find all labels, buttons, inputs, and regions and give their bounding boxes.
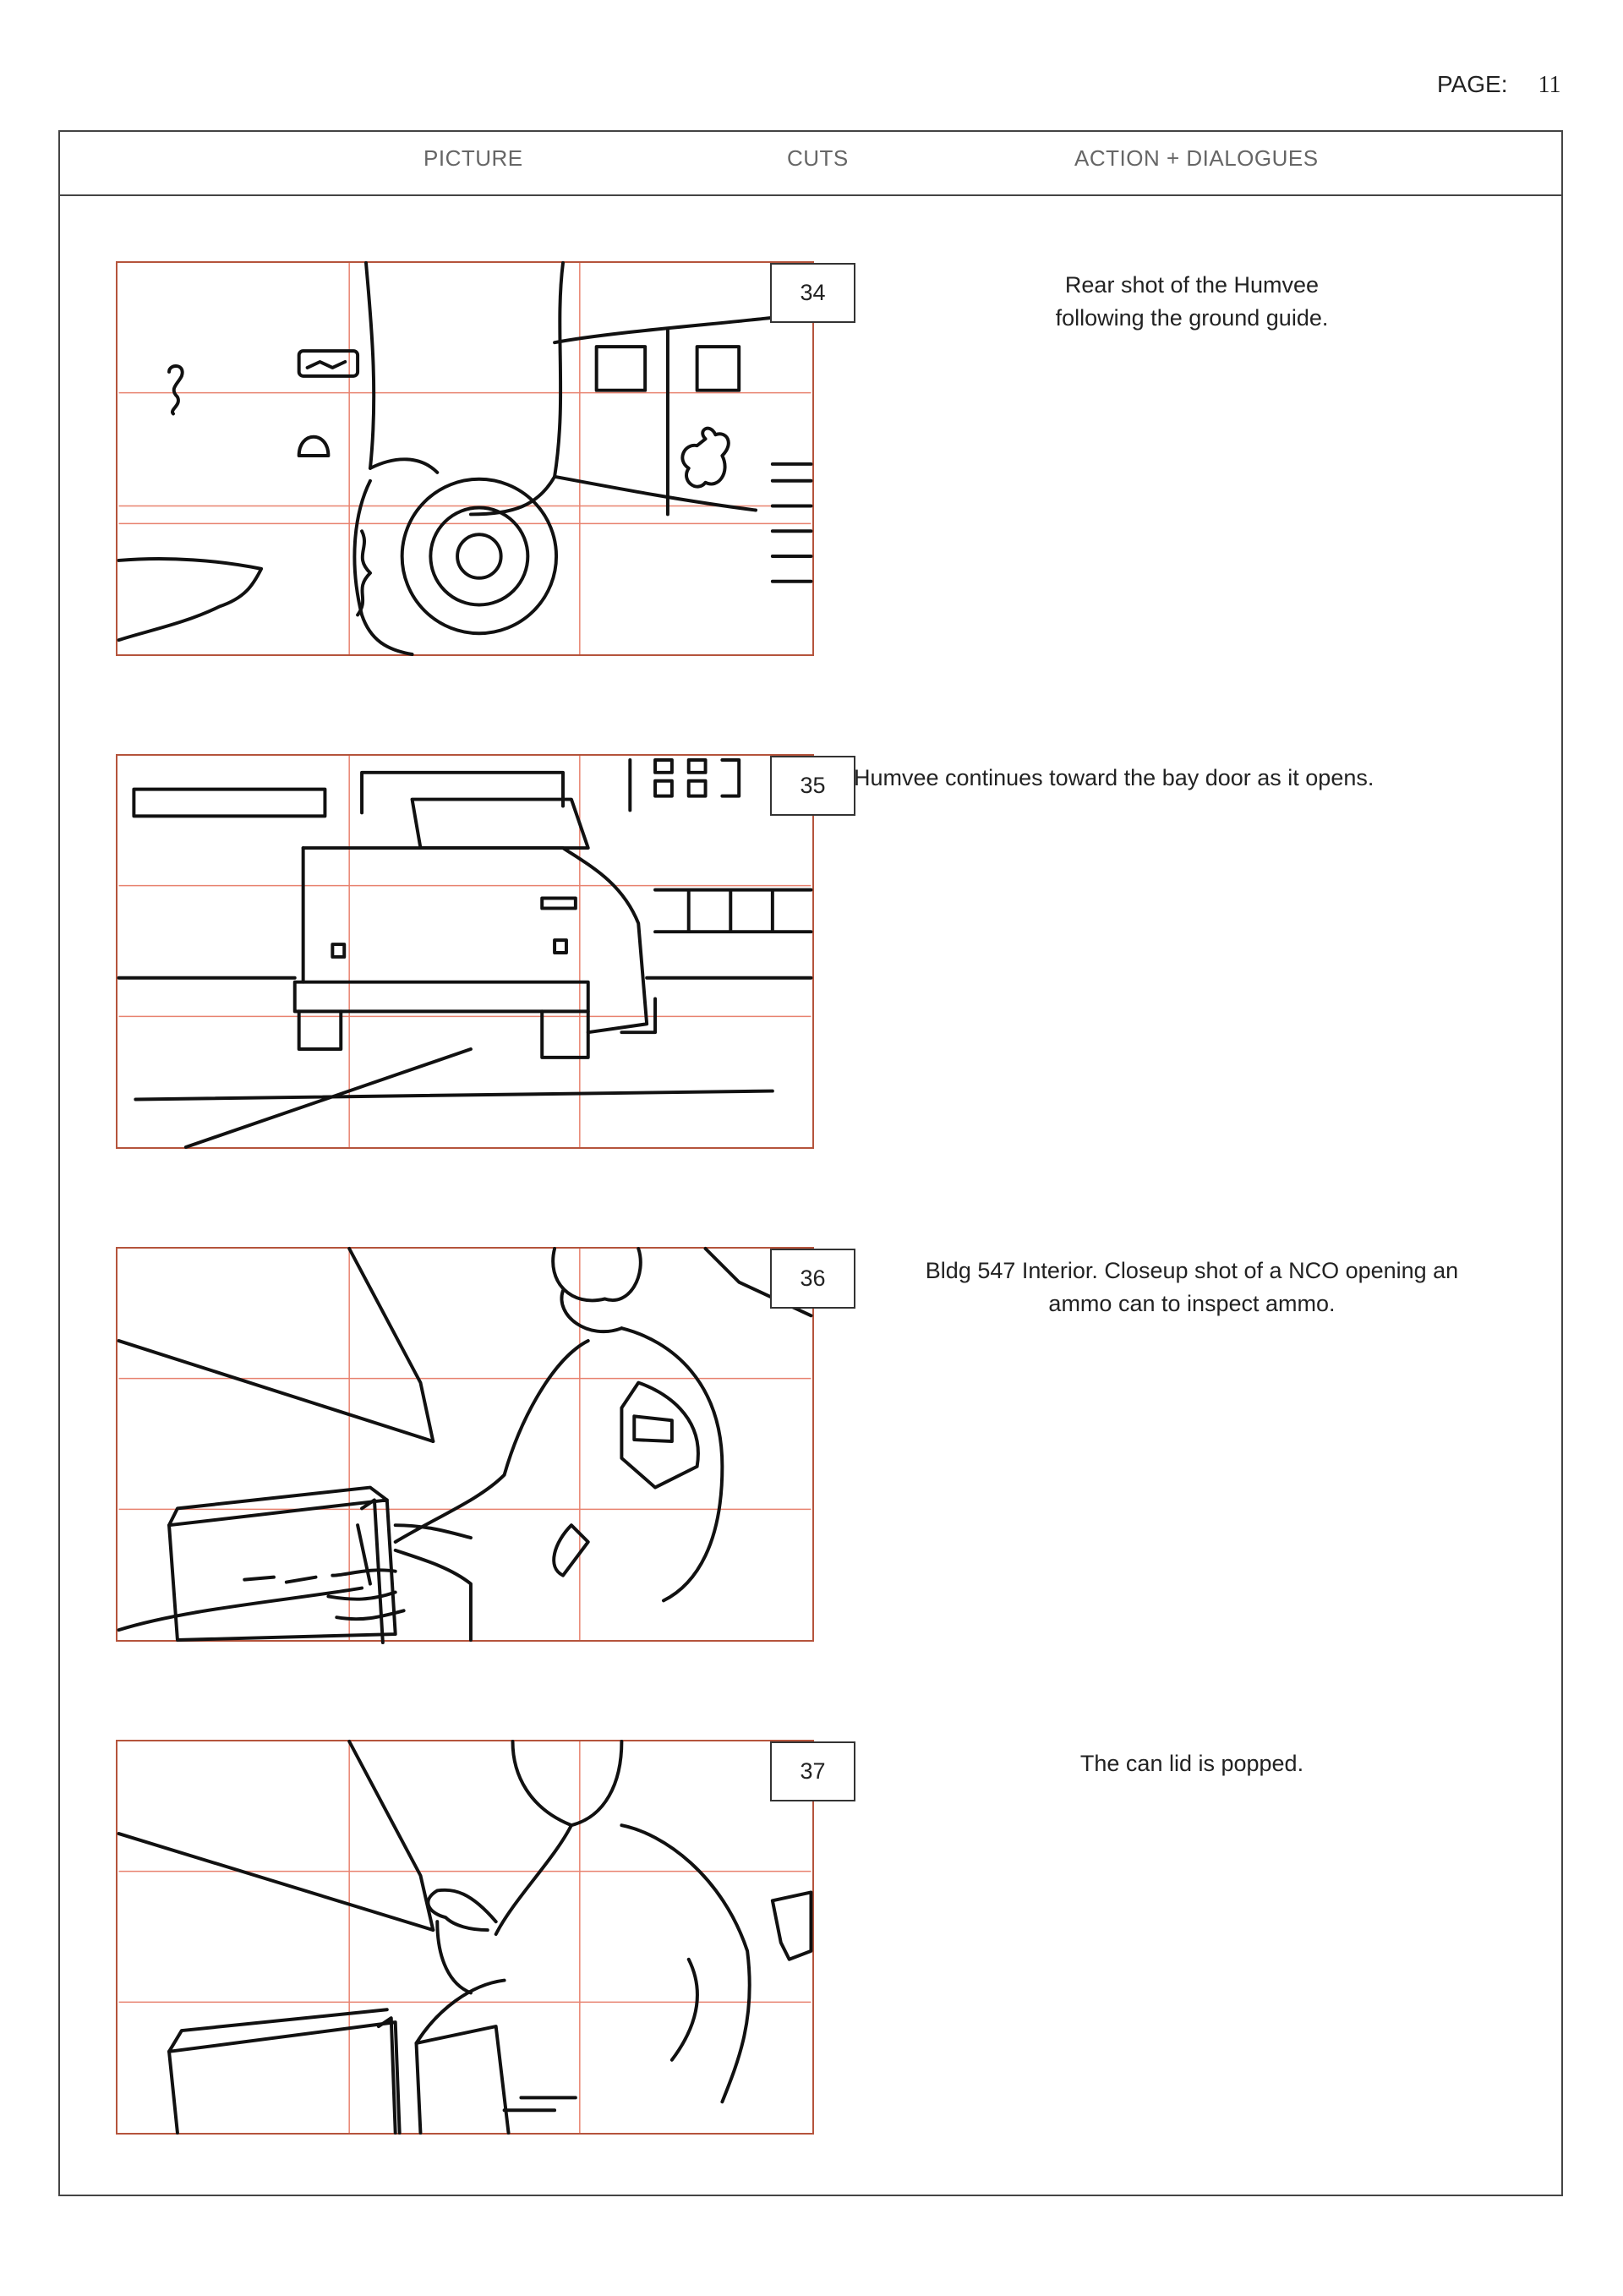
page-number: PAGE: 11	[1437, 71, 1560, 99]
storyboard-frame-34: 34	[116, 261, 855, 656]
page-number-value: 11	[1538, 72, 1561, 98]
humvee-bay-door-sketch	[117, 756, 813, 1149]
cut-number-box: 34	[770, 263, 855, 323]
cut-number-box: 37	[770, 1741, 855, 1801]
picture-column-header: PICTURE	[424, 145, 523, 171]
storyboard-frame-36: 36	[116, 1247, 855, 1644]
shot-description-34: Rear shot of the Humvee following the gr…	[1055, 272, 1329, 331]
shot-description-36: Bldg 547 Interior. Closeup shot of a NCO…	[925, 1258, 1459, 1316]
guide-grid	[118, 263, 812, 654]
nco-ammo-can-sketch	[117, 1247, 813, 1644]
can-lid-popped-sketch	[117, 1740, 813, 2135]
cut-number-box: 36	[770, 1249, 855, 1309]
cut-number-box: 35	[770, 756, 855, 816]
storyboard-sheet: PICTURE CUTS ACTION + DIALOGUES	[58, 130, 1563, 2196]
cuts-column-header: CUTS	[787, 145, 849, 171]
column-header-row: PICTURE CUTS ACTION + DIALOGUES	[60, 132, 1561, 196]
humvee-rear-sketch	[117, 261, 813, 656]
shot-description-37: The can lid is popped.	[1079, 1751, 1304, 1776]
storyboard-frame-35: 35	[116, 754, 855, 1149]
storyboard-frame-37: 37	[116, 1740, 855, 2135]
action-column-header: ACTION + DIALOGUES	[1074, 145, 1319, 171]
shot-description-35: Humvee continues toward the bay door as …	[854, 765, 1374, 790]
page-label: PAGE:	[1437, 71, 1508, 97]
